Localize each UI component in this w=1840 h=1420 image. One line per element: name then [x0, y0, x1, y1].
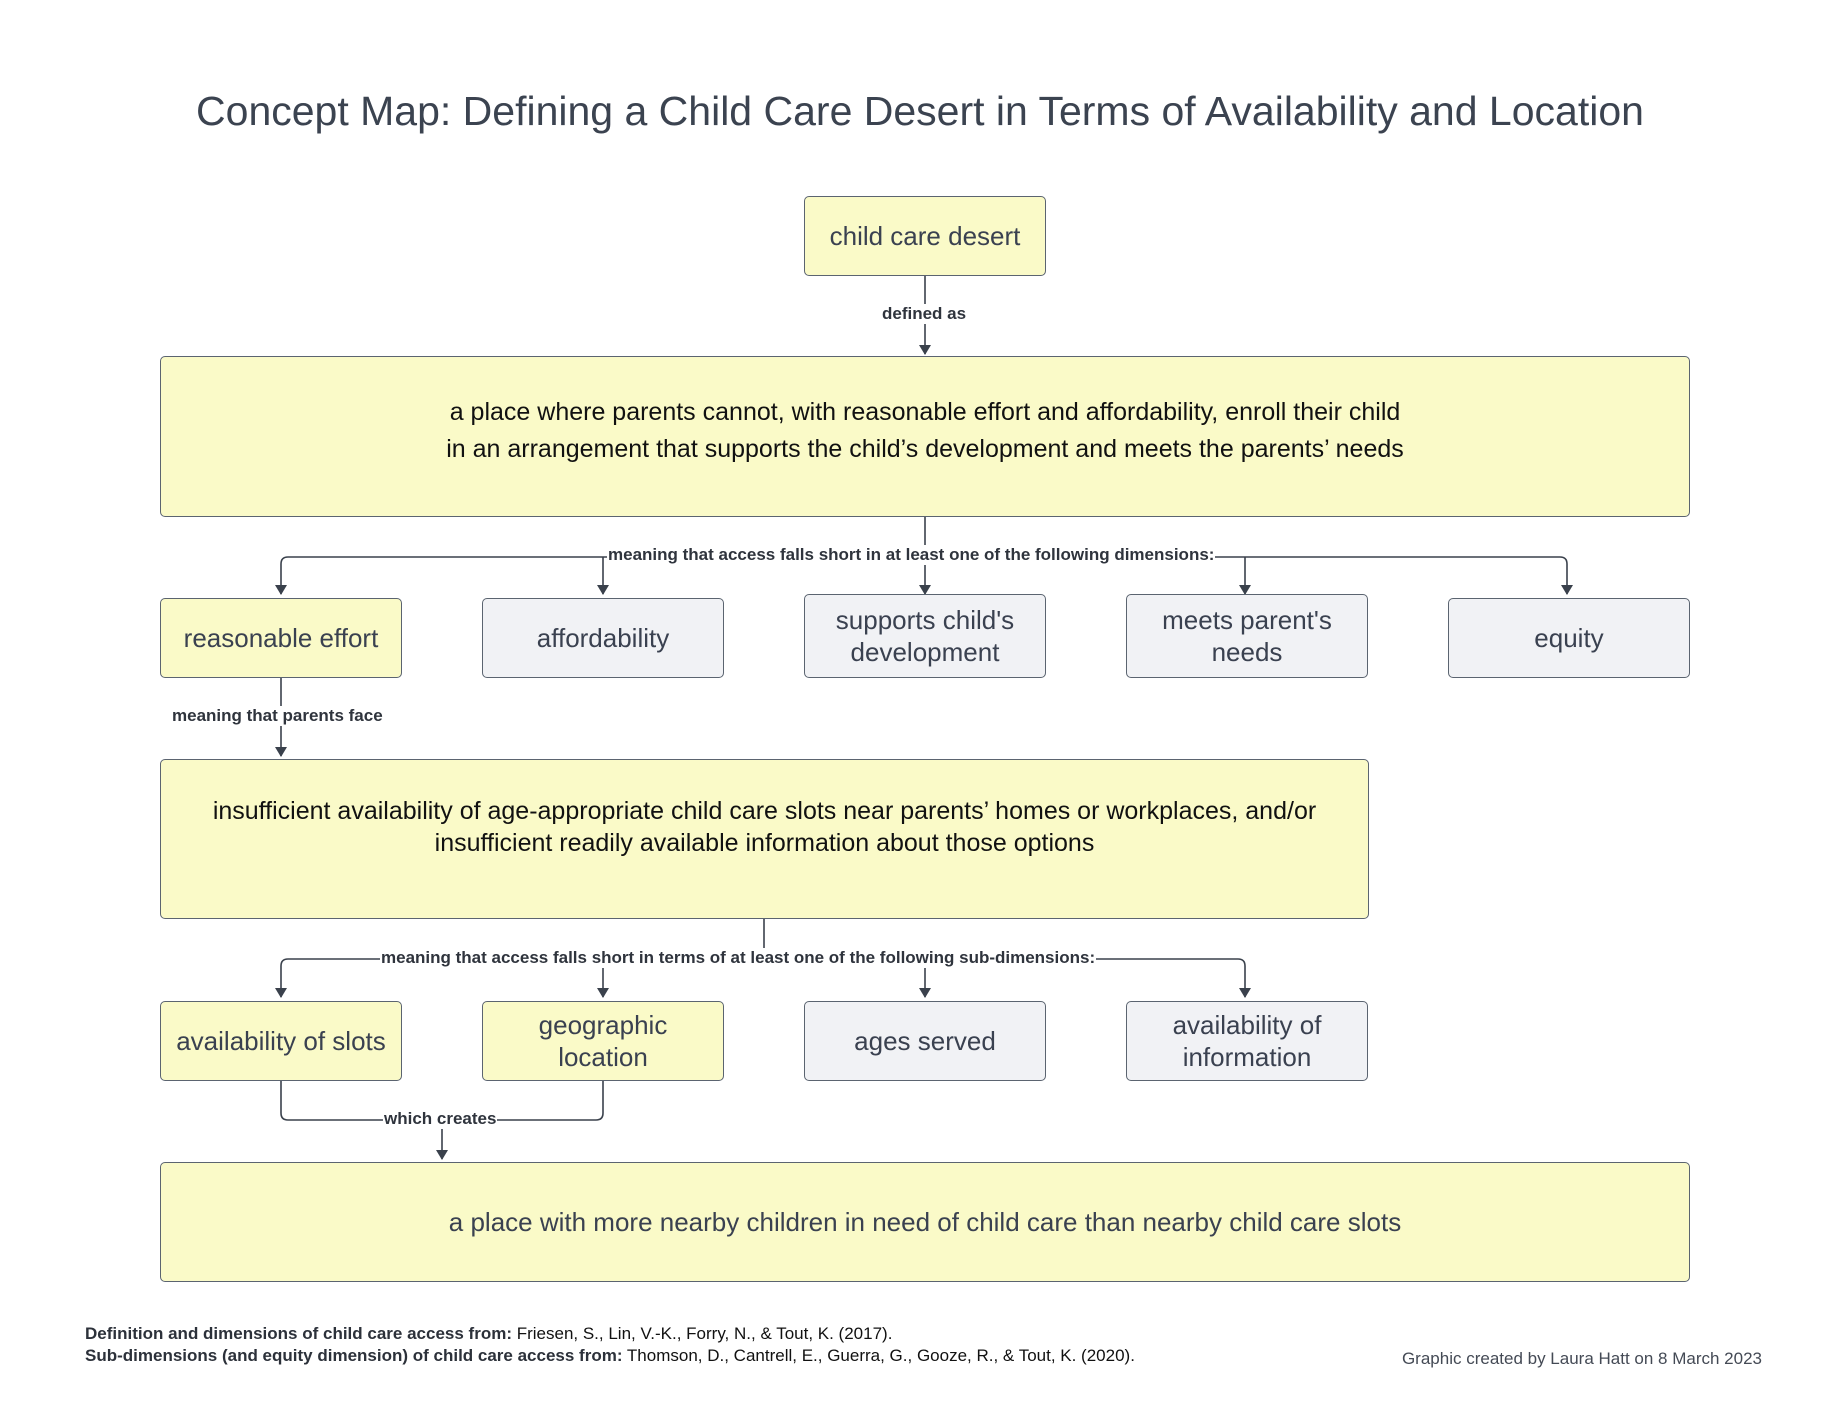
node-reasonable-effort-label: reasonable effort — [183, 622, 379, 653]
link-label-dimensions: meaning that access falls short in at le… — [607, 545, 1216, 565]
node-definition: a place where parents cannot, with reaso… — [160, 356, 1690, 517]
citation-sub-dimensions-label: Sub-dimensions (and equity dimension) of… — [85, 1346, 623, 1365]
node-ages-served-label: ages served — [854, 1025, 996, 1056]
link-label-defined-as: defined as — [881, 304, 968, 324]
graphic-credit: Graphic created by Laura Hatt on 8 March… — [1401, 1349, 1762, 1368]
node-supports-development: supports child's development — [804, 594, 1046, 678]
node-child-care-desert: child care desert — [804, 196, 1046, 276]
node-geographic-location-label: geographic location — [538, 1009, 668, 1073]
link-label-which-creates: which creates — [383, 1109, 498, 1129]
citation-definition-text: Friesen, S., Lin, V.-K., Forry, N., & To… — [511, 1324, 893, 1343]
node-availability-of-slots: availability of slots — [160, 1001, 402, 1081]
node-outcome: a place with more nearby children in nee… — [160, 1162, 1690, 1282]
node-availability-of-information-label: availability of information — [1172, 1009, 1322, 1073]
node-affordability: affordability — [482, 598, 724, 678]
node-ages-served: ages served — [804, 1001, 1046, 1081]
node-insufficient-label: insufficient availability of age-appropr… — [212, 796, 1317, 858]
node-equity-label: equity — [1534, 622, 1604, 653]
node-affordability-label: affordability — [536, 622, 670, 653]
link-label-parents-face: meaning that parents face — [171, 706, 384, 726]
node-insufficient: insufficient availability of age-appropr… — [160, 759, 1369, 919]
citation-definition-label: Definition and dimensions of child care … — [85, 1324, 512, 1343]
node-outcome-label: a place with more nearby children in nee… — [448, 1206, 1402, 1237]
node-availability-of-information: availability of information — [1126, 1001, 1368, 1081]
page-title: Concept Map: Defining a Child Care Deser… — [196, 88, 1644, 134]
node-availability-of-slots-label: availability of slots — [176, 1025, 386, 1056]
node-supports-development-label: supports child's development — [835, 604, 1015, 668]
node-meets-needs-label: meets parent's needs — [1162, 604, 1332, 668]
citation-sub-dimensions-text: Thomson, D., Cantrell, E., Guerra, G., G… — [622, 1346, 1135, 1365]
node-child-care-desert-label: child care desert — [829, 220, 1021, 251]
node-geographic-location: geographic location — [482, 1001, 724, 1081]
citation-definition: Definition and dimensions of child care … — [85, 1324, 892, 1344]
citation-sub-dimensions: Sub-dimensions (and equity dimension) of… — [85, 1346, 1135, 1366]
node-reasonable-effort: reasonable effort — [160, 598, 402, 678]
node-meets-needs: meets parent's needs — [1126, 594, 1368, 678]
node-equity: equity — [1448, 598, 1690, 678]
link-label-sub-dimensions: meaning that access falls short in terms… — [380, 948, 1097, 968]
node-definition-label: a place where parents cannot, with reaso… — [446, 398, 1404, 463]
